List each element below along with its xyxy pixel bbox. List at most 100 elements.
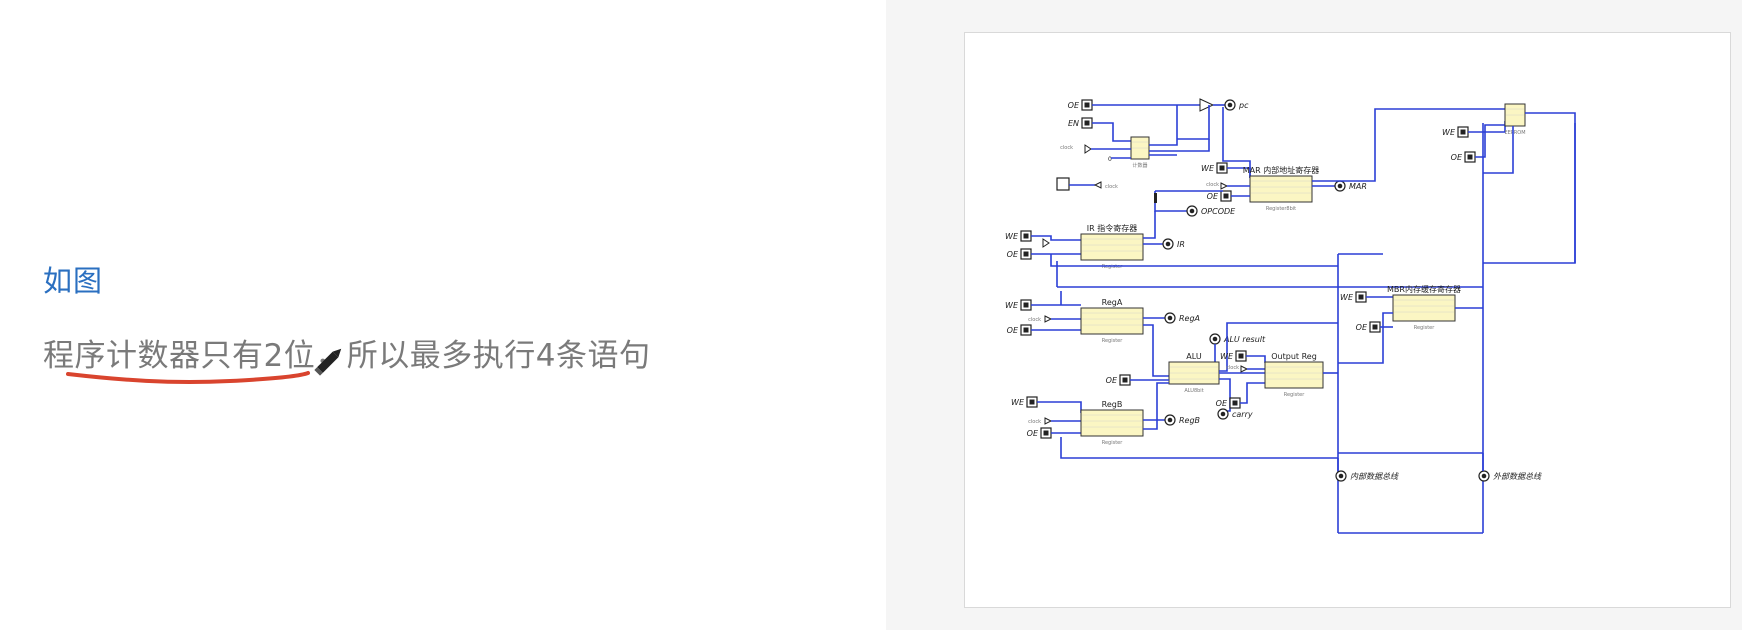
we-rega-label: WE: [1005, 301, 1019, 310]
heading: 如图: [43, 264, 104, 298]
oe-mbr-label: OE: [1356, 323, 1368, 332]
regb-out-pin-dot: [1167, 417, 1173, 423]
regb-subtitle: Register: [1102, 440, 1124, 446]
outreg-title: Output Reg: [1271, 352, 1317, 361]
wire-eeprom-right: [1483, 123, 1576, 264]
mbr-title: MBR内存缓存寄存器: [1387, 284, 1461, 294]
wire-counter-up: [1149, 105, 1178, 146]
wire-ir-opcode: [1143, 211, 1156, 239]
oe-mar-label: OE: [1207, 192, 1219, 201]
wire-pc-mar: [1222, 107, 1251, 178]
ir-title: IR 指令寄存器: [1087, 223, 1137, 233]
clock-src-label: clock: [1105, 184, 1118, 190]
clock-src-triangle: [1093, 181, 1102, 189]
body-text: 程序计数器只有2位，所以最多执行4条语句: [43, 338, 651, 374]
pc-out-label: pc: [1238, 101, 1249, 110]
opcode-pin-dot: [1189, 208, 1195, 214]
we-eeprom-pin-dot: [1460, 129, 1466, 135]
wire-eeprom-ext: [1483, 126, 1514, 174]
wire-eeprom-out: [1525, 112, 1576, 263]
opcode-splitter: [1154, 193, 1157, 203]
oe-alu-label: OE: [1106, 376, 1118, 385]
wire-en-counter: [1092, 122, 1131, 142]
oe-mbr-pin-dot: [1372, 324, 1378, 330]
wire-regb-bus: [1060, 437, 1338, 459]
rega-clock-label: clock: [1028, 317, 1041, 323]
we-regb-pin-dot: [1029, 399, 1035, 405]
wire-opcode: [1154, 191, 1187, 212]
alu-title: ALU: [1186, 352, 1202, 361]
text-pane: 如图 程序计数器只有2位，所以最多执行4条语句: [43, 264, 651, 385]
ir-out-label: IR: [1177, 240, 1185, 249]
rega-title: RegA: [1102, 298, 1123, 307]
mar-block: [1249, 175, 1313, 203]
we-eeprom-label: WE: [1442, 128, 1456, 137]
mar-out-pin-dot: [1337, 183, 1343, 189]
regb-title: RegB: [1102, 400, 1123, 409]
we-out-label: WE: [1220, 352, 1234, 361]
clock-pc-label: clock: [1060, 145, 1073, 151]
wire-regb-alu: [1143, 382, 1169, 430]
oe-out-pin-dot: [1232, 400, 1238, 406]
clock-source-icon: [1056, 177, 1070, 191]
mar-subtitle: Register8bit: [1266, 206, 1296, 212]
rega-out-label: RegA: [1179, 314, 1200, 323]
we-ir-pin-dot: [1023, 233, 1029, 239]
wire-alu-bus: [1219, 322, 1338, 372]
outreg-block: [1264, 361, 1324, 389]
regb-block: [1080, 409, 1144, 437]
oe-eeprom-pin-dot: [1467, 154, 1473, 160]
wire-counter-c: [1177, 105, 1210, 140]
we-mar-label: WE: [1201, 164, 1215, 173]
regb-out-label: RegB: [1179, 416, 1200, 425]
external-bus-label: 外部数据总线: [1493, 472, 1542, 481]
we-mar-pin-dot: [1219, 165, 1225, 171]
wire-counter-d: [1177, 139, 1210, 152]
ir-subtitle: Register: [1102, 264, 1124, 270]
wire-mbr-bus: [1338, 312, 1393, 364]
wire-oe-eeprom: [1475, 124, 1505, 158]
rega-clock-triangle: [1044, 315, 1053, 323]
pen-cursor-icon: [314, 348, 342, 376]
carry-pin-dot: [1220, 411, 1226, 417]
mbr-block: [1392, 294, 1456, 322]
we-regb-label: WE: [1011, 398, 1025, 407]
outreg-clock-triangle: [1240, 365, 1249, 373]
we-rega-pin-dot: [1023, 302, 1029, 308]
oe-ir-label: OE: [1007, 250, 1019, 259]
opcode-label: OPCODE: [1201, 207, 1236, 216]
rega-subtitle: Register: [1102, 338, 1124, 344]
ir-block: [1080, 233, 1144, 261]
mar-title: MAR 内部地址寄存器: [1243, 165, 1319, 175]
oe-regb-pin-dot: [1043, 430, 1049, 436]
ir-out-pin-dot: [1165, 241, 1171, 247]
annotation-overlay: [66, 348, 342, 385]
we-mbr-label: WE: [1340, 293, 1354, 302]
rega-out-pin-dot: [1167, 315, 1173, 321]
oe-alu-pin-dot: [1122, 377, 1128, 383]
wire-we-regb: [1037, 401, 1082, 413]
we-out-pin-dot: [1238, 353, 1244, 359]
oe-pc-pin-dot: [1084, 102, 1090, 108]
eeprom-subtitle: EEPROM: [1504, 130, 1525, 136]
oe-eeprom-label: OE: [1451, 153, 1463, 162]
en-pc-pin-dot: [1084, 120, 1090, 126]
mar-clock-label: clock: [1206, 182, 1219, 188]
we-ir-label: WE: [1005, 232, 1019, 241]
internal-bus-label: 内部数据总线: [1350, 472, 1399, 481]
pc-out-pin-dot: [1227, 102, 1233, 108]
oe-rega-pin-dot: [1023, 327, 1029, 333]
we-mbr-pin-dot: [1358, 294, 1364, 300]
alu-result-pin-dot: [1212, 336, 1218, 342]
mar-clock-triangle: [1220, 182, 1229, 190]
outreg-clock-label: clock: [1226, 365, 1239, 371]
wire-oe-outreg: [1240, 382, 1265, 404]
alu-result-label: ALU result: [1223, 335, 1266, 344]
outreg-subtitle: Register: [1284, 392, 1306, 398]
oe-ir-pin-dot: [1023, 251, 1029, 257]
wire-rega-alu: [1143, 324, 1169, 377]
pc-buffer-triangle: [1199, 98, 1215, 112]
oe-out-label: OE: [1216, 399, 1228, 408]
